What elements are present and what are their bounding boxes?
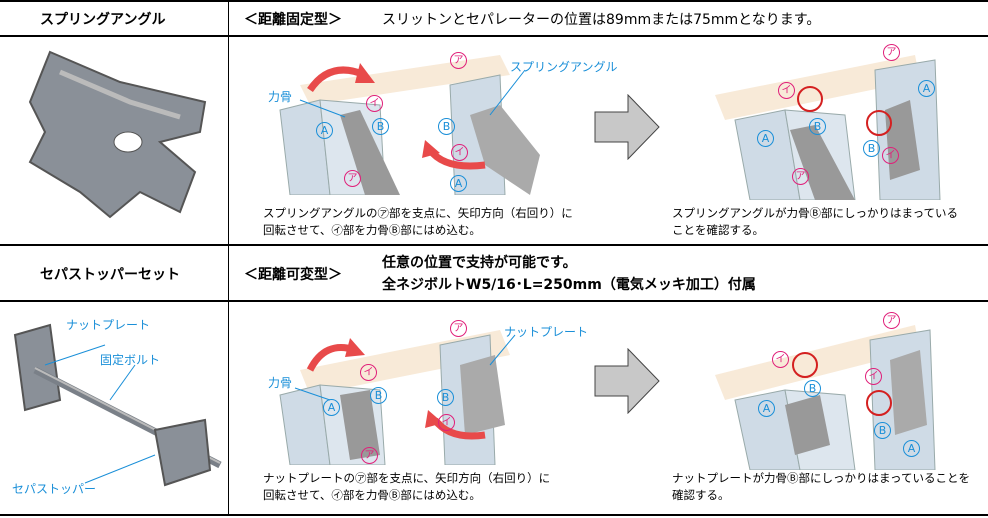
mark-a: ア [450,320,467,337]
mark-B: B [874,422,891,439]
mark-A: A [758,400,775,417]
install-illustration-step2 [715,325,936,470]
install-illustration-step2 [715,55,941,200]
mark-A: A [323,399,340,416]
mark-B: B [809,118,826,135]
mark-i: イ [438,414,455,431]
mark-i: イ [882,147,899,164]
mark-i: イ [772,351,789,368]
product-name-sepa-stopper: セパストッパーセット [40,267,180,283]
install-illustration-step1 [279,330,516,465]
divider [0,244,988,246]
mark-B: B [804,380,821,397]
mark-i: イ [366,95,383,112]
caption-line: 確認する。 [672,488,730,502]
mark-B: B [437,389,454,406]
description-variable: 任意の位置で支持が可能です。 全ネジボルトW5/16･L=250mm（電気メッキ… [382,252,756,296]
check-ring [797,86,823,112]
caption-step1: スプリングアングルの㋐部を支点に、矢印方向（右回り）に 回転させて、㋑部を力骨Ⓑ… [263,205,573,239]
type-fixed: ＜距離固定型＞ [244,12,342,28]
caption-step2: ナットプレートが力骨Ⓑ部にしっかりはまっていることを 確認する。 [672,470,970,504]
sepa-stopper-photo [13,323,222,487]
label-fixing-bolt: 固定ボルト [100,353,161,367]
mark-B: B [370,387,387,404]
mark-i: イ [865,368,882,385]
spring-angle-photo [28,50,207,219]
mark-a: ア [883,44,900,61]
callout-spring-angle: スプリングアングル [510,60,618,74]
check-ring [792,352,818,378]
label-nut-plate: ナットプレート [66,318,151,332]
caption-line: スプリングアングルの㋐部を支点に、矢印方向（右回り）に [263,206,573,220]
mark-a: ア [361,447,378,464]
divider [0,35,988,37]
mark-i: イ [778,82,795,99]
mark-B: B [438,118,455,135]
caption-step1: ナットプレートの㋐部を支点に、矢印方向（右回り）に 回転させて、㋑部を力骨Ⓑ部に… [263,470,550,504]
label-sepa-stopper: セパストッパー [12,482,97,496]
border-top [0,0,988,2]
product-name-spring-angle: スプリングアングル [40,12,166,28]
mark-i: イ [360,364,377,381]
mark-a: ア [883,312,900,329]
next-step-arrow-icon [594,94,660,160]
caption-line: 回転させて、㋑部を力骨Ⓑ部にはめ込む。 [263,488,481,502]
callout-rib: 力骨 [268,90,293,104]
mark-A: A [903,440,920,457]
column-divider [228,0,229,515]
caption-line: ことを確認する。 [672,223,764,237]
caption-line: ナットプレートの㋐部を支点に、矢印方向（右回り）に [263,471,551,485]
caption-step2: スプリングアングルが力骨Ⓑ部にしっかりはまっている ことを確認する。 [672,205,958,239]
caption-line: ナットプレートが力骨Ⓑ部にしっかりはまっていることを [672,471,970,485]
description-fixed: スリットンとセパレーターの位置は89mmまたは75mmとなります。 [382,12,821,28]
mark-A: A [757,130,774,147]
mark-A: A [316,122,333,139]
mark-A: A [450,175,467,192]
next-step-arrow-icon [594,348,660,414]
caption-line: 回転させて、㋑部を力骨Ⓑ部にはめ込む。 [263,223,481,237]
description-line: 任意の位置で支持が可能です。 [382,255,577,271]
check-ring [866,110,892,136]
mark-B: B [863,140,880,157]
mark-B: B [372,118,389,135]
caption-line: スプリングアングルが力骨Ⓑ部にしっかりはまっている [672,206,959,220]
type-variable: ＜距離可変型＞ [244,267,342,283]
mark-A: A [918,80,935,97]
mark-i: イ [451,144,468,161]
mark-a: ア [450,52,467,69]
border-bottom [0,514,988,516]
callout-nut-plate: ナットプレート [504,325,589,339]
callout-rib: 力骨 [268,376,293,390]
install-illustration-step1 [279,55,540,195]
divider [0,300,988,302]
mark-a: ア [344,170,361,187]
description-line: 全ネジボルトW5/16･L=250mm（電気メッキ加工）付属 [382,277,756,293]
check-ring [866,390,892,416]
mark-a: ア [792,168,809,185]
